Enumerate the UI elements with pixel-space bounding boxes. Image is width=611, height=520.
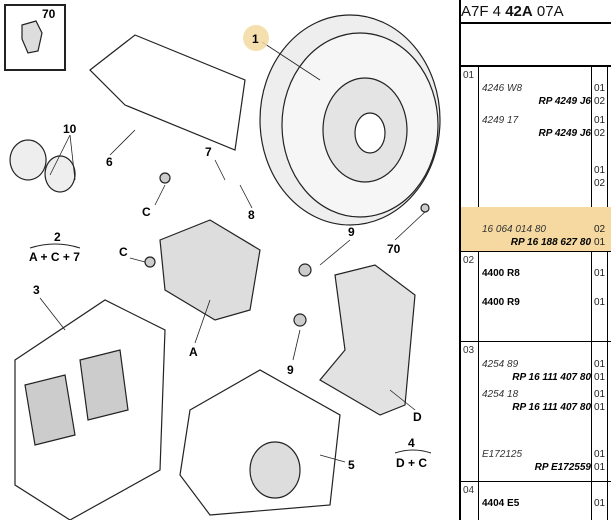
callout-a[interactable]: A [189, 345, 198, 359]
screw-70 [420, 203, 430, 213]
part-reference[interactable]: 4400 R9 [482, 297, 520, 308]
bolt-c [159, 172, 171, 184]
group-number: 03 [463, 345, 475, 356]
part-reference[interactable]: 4254 18 [482, 389, 519, 400]
part-quantity: 02 [594, 178, 606, 189]
bolt-c [144, 256, 156, 268]
bolt-9 [293, 313, 307, 327]
callout-4[interactable]: 4 [408, 436, 415, 450]
brake-pads [24, 349, 129, 446]
part-quantity: 01 [594, 115, 606, 126]
highlight-circle [243, 25, 269, 51]
brake-disc[interactable] [259, 14, 441, 226]
divider [591, 67, 592, 520]
callout-9[interactable]: 9 [348, 225, 355, 239]
part-reference[interactable]: 4400 R8 [482, 268, 520, 279]
part-quantity: 01 [594, 389, 606, 400]
part-reference[interactable]: 4249 17 [482, 115, 519, 126]
part-reference[interactable]: RP 16 111 407 80 [512, 402, 591, 413]
group-number: 01 [463, 70, 475, 81]
divider [459, 65, 611, 67]
callout-c[interactable]: C [142, 205, 151, 219]
leader-lines [39, 41, 426, 463]
callout-6[interactable]: 6 [106, 155, 113, 169]
callout-70[interactable]: 70 [42, 7, 56, 21]
part-quantity: 01 [594, 237, 606, 248]
divider [607, 67, 608, 520]
part-reference[interactable]: RP 16 111 407 80 [512, 372, 591, 383]
part-reference[interactable]: RP E172559 [534, 462, 591, 473]
part-70-box[interactable] [4, 4, 66, 71]
part-quantity: 02 [594, 96, 606, 107]
part-quantity: 01 [594, 498, 606, 509]
part-quantity: 01 [594, 359, 606, 370]
part-3-box[interactable] [14, 299, 166, 520]
part-reference[interactable]: 4254 89 [482, 359, 519, 370]
divider [461, 341, 611, 342]
part-quantity: 01 [594, 372, 606, 383]
brace-2 [29, 243, 81, 249]
part-10-shims[interactable] [9, 139, 76, 193]
divider [461, 481, 611, 482]
part-quantity: 02 [594, 128, 606, 139]
panel-title: A7F 4 42A 07A [461, 3, 564, 20]
callout-5[interactable]: 5 [348, 458, 355, 472]
part-quantity: 01 [594, 449, 606, 460]
part-reference[interactable]: RP 16 188 627 80 [510, 237, 591, 248]
group-number: 04 [463, 485, 475, 496]
part-quantity: 01 [594, 268, 606, 279]
divider [459, 22, 611, 24]
callout-c[interactable]: C [119, 245, 128, 259]
part-reference[interactable]: 4404 E5 [482, 498, 520, 509]
callout-1[interactable]: 1 [252, 32, 259, 46]
part-reference[interactable]: E172125 [482, 449, 523, 460]
title-suffix: 07A [532, 3, 564, 20]
callout-9[interactable]: 9 [287, 363, 294, 377]
callout-3[interactable]: 3 [33, 283, 40, 297]
row-highlight [461, 207, 611, 251]
divider [459, 0, 461, 520]
part-5-box[interactable] [179, 369, 341, 516]
part-reference[interactable]: RP 4249 J6 [538, 128, 591, 139]
brace-4 [394, 449, 432, 454]
callout-8[interactable]: 8 [248, 208, 255, 222]
part-quantity: 01 [594, 297, 606, 308]
group-number: 02 [463, 255, 475, 266]
seal-ring [249, 441, 301, 499]
callout-4-sub: D + C [396, 456, 427, 470]
title-bold: 42A [505, 3, 533, 20]
part-quantity: 01 [594, 165, 606, 176]
part-quantity: 02 [594, 224, 606, 235]
bracket-D[interactable] [319, 264, 416, 416]
bolt-icon [21, 20, 43, 54]
bolt-9 [298, 263, 312, 277]
callout-d[interactable]: D [413, 410, 422, 424]
callout-70[interactable]: 70 [387, 242, 401, 256]
callout-2[interactable]: 2 [54, 230, 61, 244]
part-quantity: 01 [594, 402, 606, 413]
callout-7[interactable]: 7 [205, 145, 212, 159]
part-reference[interactable]: RP 4249 J6 [538, 96, 591, 107]
part-reference[interactable]: 16 064 014 80 [482, 224, 546, 235]
callout-10[interactable]: 10 [63, 122, 77, 136]
callout-2-sub: A + C + 7 [29, 250, 80, 264]
divider [461, 251, 611, 252]
part-reference[interactable]: 4246 W8 [482, 83, 523, 94]
caliper-A[interactable] [159, 219, 261, 321]
title-prefix: A7F 4 [461, 3, 506, 20]
part-6-box[interactable] [89, 34, 246, 151]
exploded-brake-diagram: 70 1 10 6 7 C 8 2 A + C + 7 9 C 70 3 9 A… [4, 4, 441, 520]
part-quantity: 01 [594, 462, 606, 473]
part-quantity: 01 [594, 83, 606, 94]
divider [478, 67, 479, 520]
